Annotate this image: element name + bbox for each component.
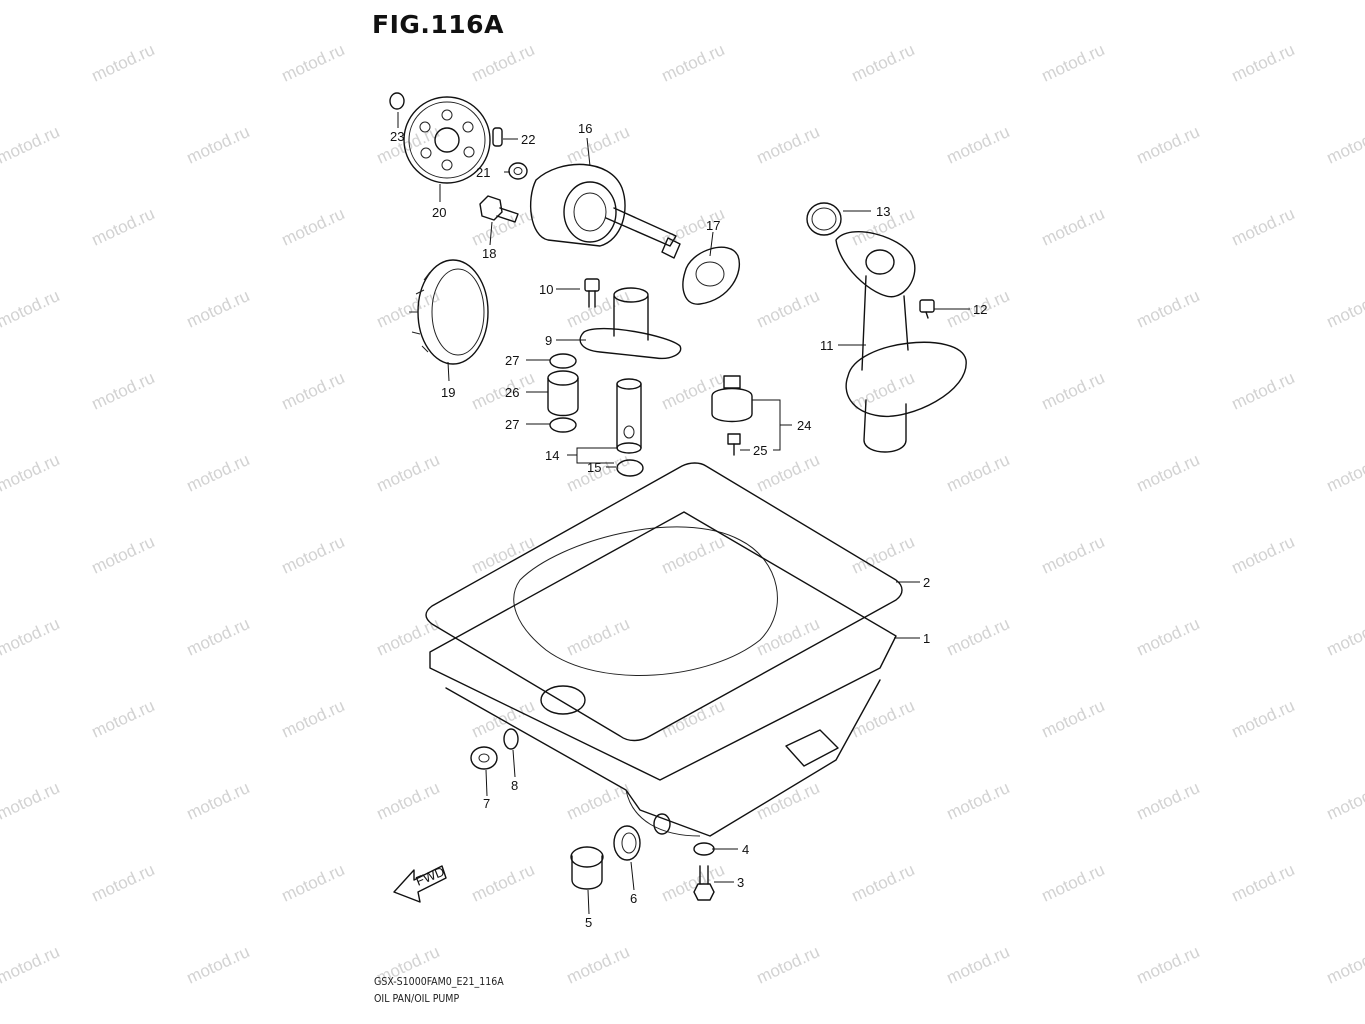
part-23-circlip xyxy=(389,92,405,110)
callout-7: 7 xyxy=(483,796,490,811)
callout-26: 26 xyxy=(505,385,519,400)
callout-22: 22 xyxy=(521,132,535,147)
part-14-pipe xyxy=(616,378,642,454)
part-7-bolt xyxy=(470,746,498,770)
part-18-bolt xyxy=(479,195,519,223)
part-20-sprocket xyxy=(403,96,491,184)
part-6-gasket xyxy=(613,825,641,861)
callout-9: 9 xyxy=(545,333,552,348)
part-27-oring-lower xyxy=(549,417,577,433)
callout-25: 25 xyxy=(753,443,767,458)
callout-3: 3 xyxy=(737,875,744,890)
figure-title: FIG.116A xyxy=(372,10,504,39)
fwd-arrow-icon: FWD xyxy=(393,864,447,903)
model-code: GSX-S1000FAM0_E21_116A xyxy=(374,976,504,988)
part-11-oil-strainer-pipe xyxy=(835,231,967,453)
part-17-gasket xyxy=(682,246,740,305)
callout-23: 23 xyxy=(390,129,404,144)
callout-labels: 1 2 3 4 5 6 7 8 9 10 11 12 13 14 15 16 1… xyxy=(390,121,987,930)
callout-24: 24 xyxy=(797,418,811,433)
part-4-washer xyxy=(693,842,715,856)
callout-1: 1 xyxy=(923,631,930,646)
part-9-strainer xyxy=(579,287,682,360)
callout-21: 21 xyxy=(476,165,490,180)
section-name: OIL PAN/OIL PUMP xyxy=(374,993,460,1005)
part-3-bolt xyxy=(693,865,715,901)
callout-2: 2 xyxy=(923,575,930,590)
callout-12: 12 xyxy=(973,302,987,317)
part-8-washer xyxy=(503,728,519,750)
callout-6: 6 xyxy=(630,891,637,906)
callout-14: 14 xyxy=(545,448,559,463)
callout-11: 11 xyxy=(820,338,834,353)
callout-18: 18 xyxy=(482,246,496,261)
part-27-oring-upper xyxy=(549,353,577,369)
callout-17: 17 xyxy=(706,218,720,233)
callout-19: 19 xyxy=(441,385,455,400)
part-26-sleeve xyxy=(547,370,579,417)
callout-8: 8 xyxy=(511,778,518,793)
callout-16: 16 xyxy=(578,121,592,136)
callout-27-lower: 27 xyxy=(505,417,519,432)
leader-lines xyxy=(397,112,970,915)
part-2-gasket xyxy=(425,462,903,742)
callout-4: 4 xyxy=(742,842,749,857)
part-25-screw xyxy=(727,433,741,456)
callout-5: 5 xyxy=(585,915,592,930)
part-24-switch xyxy=(711,375,753,423)
callout-20: 20 xyxy=(432,205,446,220)
callout-10: 10 xyxy=(539,282,553,297)
callout-27-upper: 27 xyxy=(505,353,519,368)
part-21-washer xyxy=(508,162,528,180)
part-15-oring xyxy=(616,459,644,477)
part-1-oil-pan xyxy=(429,511,897,837)
callout-13: 13 xyxy=(876,204,890,219)
part-22-pin xyxy=(492,127,503,147)
part-12-bolt xyxy=(919,299,935,319)
part-10-bolt xyxy=(584,278,600,308)
part-19-driven-gear xyxy=(409,259,489,365)
callout-15: 15 xyxy=(587,460,601,475)
part-5-drain-plug xyxy=(570,846,604,890)
fwd-label: FWD xyxy=(414,864,447,889)
part-13-oring xyxy=(806,202,842,236)
part-16-oil-pump xyxy=(529,163,681,259)
